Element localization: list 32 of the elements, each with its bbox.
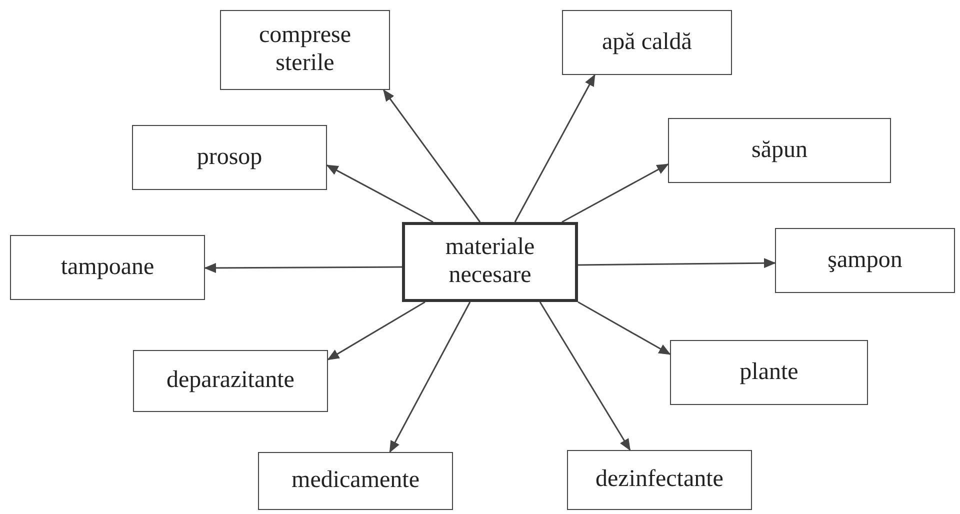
item-label: deparazitante bbox=[166, 367, 294, 395]
item-label: prosop bbox=[196, 144, 262, 172]
item-box bbox=[775, 228, 955, 293]
item-box bbox=[567, 450, 752, 510]
arrow bbox=[539, 302, 631, 451]
arrow bbox=[514, 74, 596, 222]
item-label: apă caldă bbox=[602, 28, 692, 56]
item-box bbox=[668, 118, 891, 183]
item-box bbox=[133, 350, 328, 412]
item-box bbox=[10, 235, 205, 300]
item-box bbox=[258, 452, 453, 510]
arrow bbox=[578, 301, 671, 355]
arrow bbox=[383, 89, 481, 222]
item-box bbox=[132, 125, 327, 190]
central-box bbox=[402, 222, 578, 302]
arrow bbox=[562, 164, 669, 223]
arrow bbox=[578, 258, 776, 268]
item-box bbox=[562, 10, 732, 75]
item-label: plante bbox=[740, 358, 798, 386]
item-label: medicamente bbox=[292, 467, 420, 495]
arrow bbox=[326, 164, 434, 223]
item-box bbox=[670, 340, 868, 405]
item-box bbox=[220, 10, 390, 90]
arrow bbox=[389, 302, 471, 453]
item-label: tampoane bbox=[60, 254, 154, 282]
item-label: şampon bbox=[828, 246, 902, 274]
arrow bbox=[327, 301, 426, 360]
item-label: materiale necesare bbox=[444, 234, 536, 290]
item-label: săpun bbox=[752, 136, 808, 164]
arrow bbox=[204, 262, 402, 273]
item-label: dezinfectante bbox=[596, 466, 724, 494]
item-label: comprese sterile bbox=[258, 22, 352, 78]
